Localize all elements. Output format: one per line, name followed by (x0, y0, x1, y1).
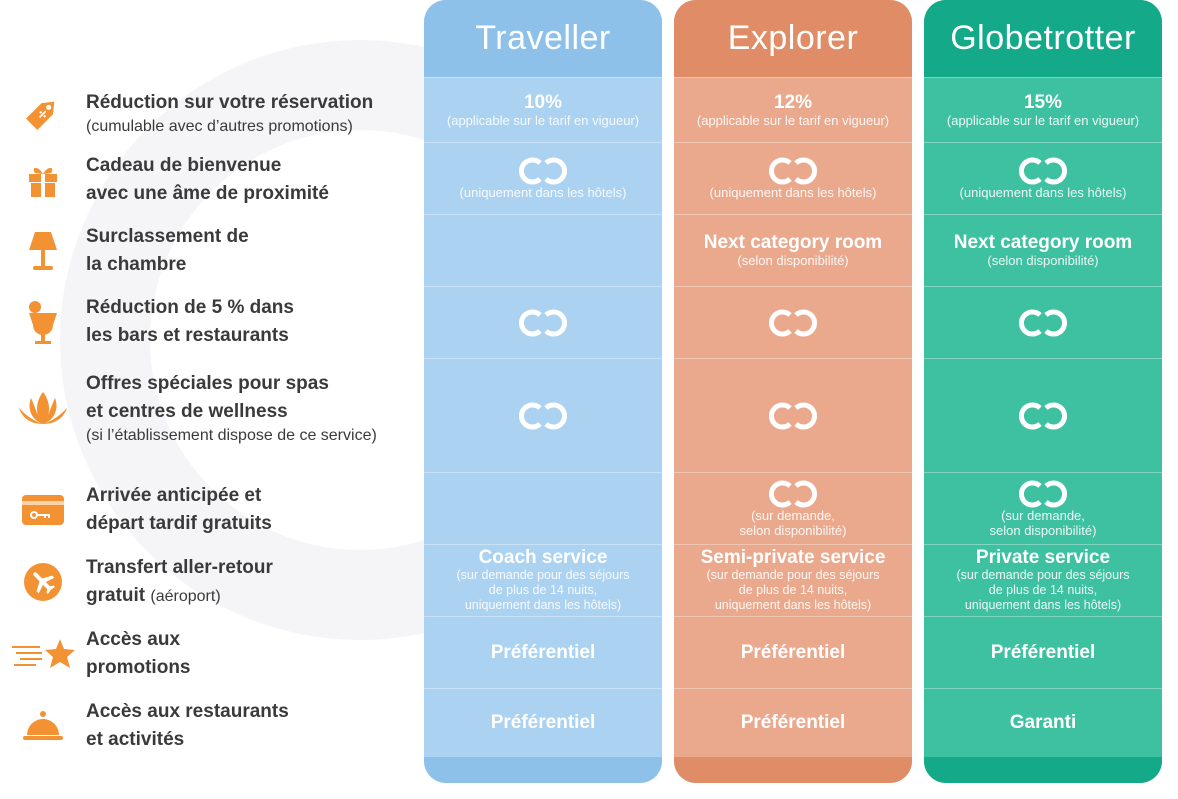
airplane-icon (0, 561, 86, 603)
cell-gift: (uniquement dans les hôtels) (924, 142, 1162, 214)
feature-transfer-label: Transfert aller-retour gratuit (aéroport… (86, 556, 273, 606)
shooting-star-icon (0, 637, 86, 671)
tier-footer (674, 757, 912, 783)
cell-transfer: Private service (sur demande pour des sé… (924, 544, 1162, 616)
cell-promotions: Préférentiel (924, 616, 1162, 688)
feature-gift-label: Cadeau de bienvenue avec une âme de prox… (86, 155, 329, 204)
tier-footer (924, 757, 1162, 783)
cell-early-checkin: (sur demande, selon disponibilité) (674, 472, 912, 544)
tier-column-traveller: Traveller 10% (applicable sur le tarif e… (424, 0, 662, 783)
cell-spa (424, 358, 662, 472)
feature-gift: Cadeau de bienvenue avec une âme de prox… (0, 150, 420, 210)
included-logo-icon (1019, 157, 1067, 185)
cell-discount: 12% (applicable sur le tarif en vigueur) (674, 77, 912, 142)
key-card-icon (0, 493, 86, 527)
tier-column-globetrotter: Globetrotter 15% (applicable sur le tari… (924, 0, 1162, 783)
service-bell-icon (0, 709, 86, 743)
cell-gift: (uniquement dans les hôtels) (674, 142, 912, 214)
cell-upgrade (424, 214, 662, 286)
tier-header-globetrotter: Globetrotter (924, 0, 1162, 77)
lotus-icon (0, 388, 86, 428)
cell-upgrade: Next category room (selon disponibilité) (674, 214, 912, 286)
feature-early-checkin-label: Arrivée anticipée et départ tardif gratu… (86, 485, 272, 534)
included-logo-icon (519, 157, 567, 185)
feature-bars-label: Réduction de 5 % dans les bars et restau… (86, 297, 294, 346)
feature-transfer: Transfert aller-retour gratuit (aéroport… (0, 553, 420, 611)
included-logo-icon (519, 309, 567, 336)
cell-early-checkin: (sur demande, selon disponibilité) (924, 472, 1162, 544)
cell-bars (924, 286, 1162, 358)
included-logo-icon (769, 480, 817, 507)
cell-bars (674, 286, 912, 358)
feature-discount: ÷ Réduction sur votre réservation (cumul… (0, 88, 420, 138)
feature-restaurants-label: Accès aux restaurants et activités (86, 701, 289, 750)
cell-upgrade: Next category room (selon disponibilité) (924, 214, 1162, 286)
feature-bars: Réduction de 5 % dans les bars et restau… (0, 293, 420, 351)
feature-spa: Offres spéciales pour spas et centres de… (0, 368, 420, 448)
tier-header-explorer: Explorer (674, 0, 912, 77)
cell-promotions: Préférentiel (424, 616, 662, 688)
cell-early-checkin (424, 472, 662, 544)
feature-promotions: Accès aux promotions (0, 625, 420, 683)
cell-discount: 10% (applicable sur le tarif en vigueur) (424, 77, 662, 142)
cell-discount: 15% (applicable sur le tarif en vigueur) (924, 77, 1162, 142)
discount-tag-icon: ÷ (0, 91, 86, 135)
included-logo-icon (1019, 480, 1067, 507)
tier-column-explorer: Explorer 12% (applicable sur le tarif en… (674, 0, 912, 783)
feature-upgrade: Surclassement de la chambre (0, 222, 420, 280)
feature-restaurants: Accès aux restaurants et activités (0, 697, 420, 755)
cell-spa (674, 358, 912, 472)
gift-icon (0, 160, 86, 200)
cell-bars (424, 286, 662, 358)
tier-footer (424, 757, 662, 783)
cocktail-icon (0, 297, 86, 347)
cell-promotions: Préférentiel (674, 616, 912, 688)
feature-discount-label: Réduction sur votre réservation (cumulab… (86, 92, 374, 135)
cell-restaurants: Préférentiel (424, 688, 662, 757)
cell-transfer: Coach service (sur demande pour des séjo… (424, 544, 662, 616)
feature-early-checkin: Arrivée anticipée et départ tardif gratu… (0, 481, 420, 539)
feature-upgrade-label: Surclassement de la chambre (86, 226, 249, 275)
cell-spa (924, 358, 1162, 472)
included-logo-icon (769, 309, 817, 336)
tier-header-traveller: Traveller (424, 0, 662, 77)
included-logo-icon (769, 402, 817, 429)
cell-restaurants: Garanti (924, 688, 1162, 757)
included-logo-icon (769, 157, 817, 185)
lamp-icon (0, 228, 86, 274)
feature-spa-label: Offres spéciales pour spas et centres de… (86, 373, 377, 444)
included-logo-icon (1019, 402, 1067, 429)
feature-promotions-label: Accès aux promotions (86, 629, 191, 678)
cell-transfer: Semi-private service (sur demande pour d… (674, 544, 912, 616)
included-logo-icon (1019, 309, 1067, 336)
cell-gift: (uniquement dans les hôtels) (424, 142, 662, 214)
included-logo-icon (519, 402, 567, 429)
cell-restaurants: Préférentiel (674, 688, 912, 757)
